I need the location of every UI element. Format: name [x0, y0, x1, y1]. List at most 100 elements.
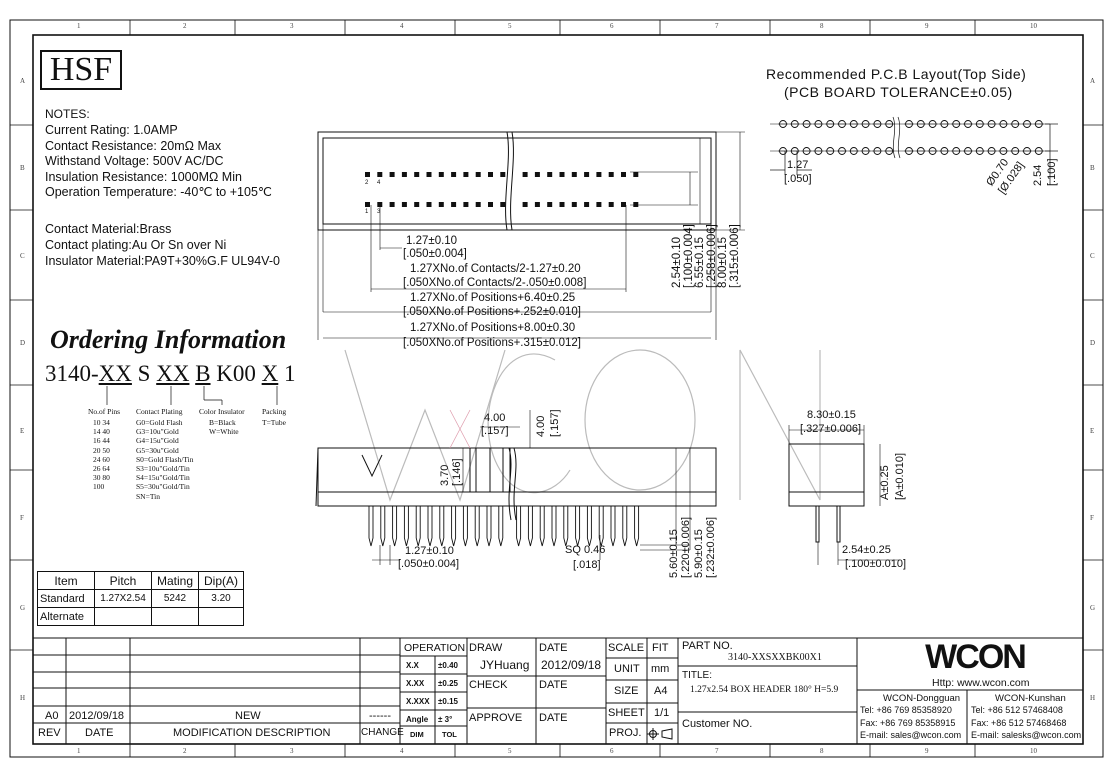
zone-col-number: 5: [508, 747, 512, 755]
spec-table-cell: [198, 607, 244, 626]
top-pin: [571, 202, 577, 207]
top-view-dim: 1.27XNo.of Positions+6.40±0.25: [410, 292, 576, 304]
side-view-dim: A±0.25: [879, 465, 891, 500]
top-pin: [500, 202, 506, 207]
front-pin: [474, 506, 480, 547]
rev-change: ------: [369, 710, 391, 722]
front-pin: [527, 506, 533, 547]
zone-row-letter: B: [20, 164, 25, 172]
front-view: [315, 409, 717, 521]
tolerance-value: ±0.25: [438, 679, 458, 688]
zone-row-letter: H: [20, 694, 26, 702]
company-dongguan-name: WCON-Dongguan: [883, 693, 961, 704]
check-label: CHECK: [469, 679, 508, 691]
top-view-dim: [.050±0.004]: [403, 248, 467, 260]
ordering-code-part: K00: [210, 361, 262, 386]
top-pin: [438, 172, 444, 177]
top-pin: [522, 172, 528, 177]
unit-label: UNIT: [614, 663, 640, 675]
zone-col-number: 6: [610, 747, 614, 755]
zone-col-number: 10: [1030, 747, 1037, 755]
zone-row-letter: A: [20, 77, 26, 85]
top-view-dim: [.315±0.006]: [729, 224, 741, 288]
ordering-code-part: S: [131, 361, 157, 386]
ordering-packing-value: T=Tube: [262, 418, 286, 427]
top-pin: [571, 172, 577, 177]
front-view-dim: [.232±0.006]: [705, 516, 717, 578]
top-pin: [608, 202, 614, 207]
top-pin: [547, 172, 553, 177]
zone-row-letter: D: [20, 339, 26, 347]
notes-heading: NOTES:: [45, 107, 90, 121]
ordering-plating-value: G5=30u"Gold: [136, 445, 179, 455]
front-view-dim: [.018]: [573, 559, 601, 571]
top-pin: [475, 202, 481, 207]
material-line: Contact plating:Au Or Sn over Ni: [45, 238, 227, 252]
zone-col-number: 2: [183, 22, 187, 30]
scale-value: FIT: [652, 642, 669, 654]
outer-frame: [9, 19, 1104, 758]
top-pin: [475, 172, 481, 177]
note-line: Insulation Resistance: 1000MΩ Min: [45, 169, 242, 184]
top-pin: [608, 172, 614, 177]
size-label: SIZE: [614, 685, 639, 697]
note-line: Current Rating: 1.0AMP: [45, 123, 178, 137]
material-line: Insulator Material:PA9T+30%G.F UL94V-0: [45, 254, 280, 268]
spec-table-cell: Standard: [37, 589, 95, 608]
part-no-label: PART NO.: [682, 640, 733, 652]
zone-col-number: 6: [610, 22, 614, 30]
pin-label: 1: [365, 209, 369, 215]
top-view-dim: 2.54±0.10: [671, 236, 683, 288]
front-pin: [368, 506, 374, 547]
ordering-plating-value: S0=Gold Flash/Tin: [136, 454, 194, 464]
front-view-dim: [.157]: [549, 409, 561, 437]
rev-header: DATE: [85, 727, 114, 739]
operation-label: OPERATION: [404, 642, 466, 654]
top-view-dim: 1.27XNo.of Positions+8.00±0.30: [410, 322, 576, 334]
zone-row-letter: F: [20, 514, 24, 522]
zone-row-letter: E: [1090, 427, 1095, 435]
top-pin: [426, 202, 432, 207]
front-view-dim: 4.00: [484, 412, 506, 424]
hsf-logo-text: HSF: [49, 51, 113, 88]
tolerance-dim: X.X: [406, 661, 419, 670]
front-pin: [551, 506, 557, 547]
ordering-pins-heading: No.of Pins: [88, 407, 121, 416]
zone-col-number: 3: [290, 22, 294, 30]
ordering-plating-value: SN=Tin: [136, 491, 160, 501]
title-block-grid: [33, 637, 1083, 744]
spec-table-header-cell: Pitch: [94, 571, 152, 590]
wcon-logo: WCON: [905, 640, 1045, 674]
front-pin: [498, 506, 504, 547]
rev-header: CHANGE: [361, 727, 404, 738]
rev-header: MODIFICATION DESCRIPTION: [173, 727, 331, 739]
ordering-pins-value: 30 80: [93, 473, 110, 483]
front-pin: [403, 506, 409, 547]
top-pin: [438, 202, 444, 207]
top-pin: [534, 202, 540, 207]
front-pin: [462, 506, 468, 547]
top-pin: [522, 202, 528, 207]
material-line: Contact Material:Brass: [45, 222, 172, 236]
part-no-value: 3140-XXSXXBK00X1: [728, 652, 822, 663]
top-pin: [584, 172, 590, 177]
pin-label: 2: [365, 180, 369, 186]
top-pin: [451, 202, 457, 207]
date-label: DATE: [539, 712, 568, 724]
front-view-dim: 5.60±0.15: [668, 529, 680, 578]
company-kunshan-fax: Fax: +86 512 57468468: [971, 718, 1067, 728]
top-pin: [500, 172, 506, 177]
spec-table-cell: [94, 607, 152, 626]
tolerance-footer: DIM: [410, 730, 424, 739]
pcb-dim: [.050]: [784, 173, 812, 185]
sheet-label: SHEET: [608, 707, 645, 719]
zone-col-number: 1: [77, 747, 81, 755]
pcb-layout-subtitle: (PCB BOARD TOLERANCE±0.05): [784, 84, 1013, 100]
front-pin: [575, 506, 581, 547]
side-view-dim: [A±0.010]: [894, 452, 906, 500]
top-view-dim: 1.27±0.10: [406, 235, 458, 247]
ordering-plating-value: G4=15u"Gold: [136, 436, 179, 446]
front-pin: [439, 506, 445, 547]
